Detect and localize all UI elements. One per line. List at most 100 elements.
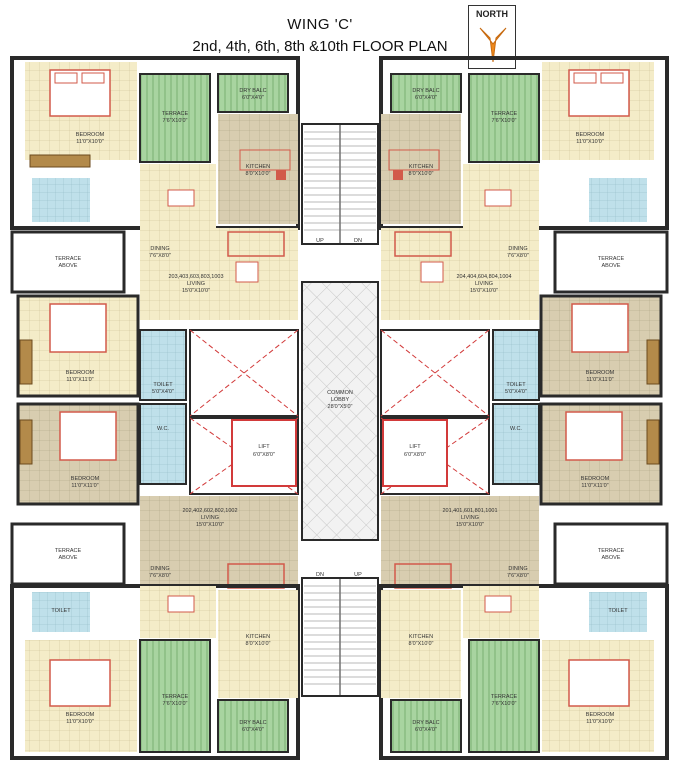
label-kitchen-br: KITCHEN (409, 634, 433, 640)
flat-bottom-left (10, 584, 300, 760)
terrace-top-left (139, 73, 211, 163)
label-living-tr-size: 15'0"X10'0" (470, 288, 498, 294)
label-ta-bl-1: TERRACE (55, 548, 82, 554)
label-drybalc-br-size: 6'0"X4'0" (415, 727, 437, 733)
label-toilet-ml-size: 5'0"X4'0" (152, 389, 174, 395)
label-dining-tr: DINING (508, 246, 527, 252)
terrace-above-bl (10, 522, 126, 586)
label-ta-bl-2: ABOVE (59, 555, 78, 561)
label-bed-mr1-size: 11'0"X11'0" (586, 377, 613, 383)
staircase-bottom (301, 577, 379, 697)
label-flat-tl: 203,403,603,803,1003 (168, 274, 223, 280)
label-bed-mr2: BEDROOM (581, 476, 610, 482)
label-bedroom-br-size: 11'0"X10'0" (586, 719, 614, 725)
label-stair-dn-top: DN (354, 238, 362, 244)
label-bed-ml1: BEDROOM (66, 370, 95, 376)
label-living-br: LIVING (461, 515, 479, 521)
label-dining-tl: DINING (150, 246, 169, 252)
label-ta-br-2: ABOVE (602, 555, 621, 561)
plan-title: WING 'C' (287, 16, 353, 33)
shaft-right (380, 329, 490, 495)
flat-top-right (379, 56, 669, 230)
living-lower-left (140, 496, 298, 586)
label-kitchen-tr-size: 8'0"X10'0" (409, 171, 434, 177)
label-kitchen-br-size: 8'0"X10'0" (409, 641, 434, 647)
label-flat-br: 201,401,601,801,1001 (442, 508, 497, 514)
label-bedroom-tl-size: 11'0"X10'0" (76, 139, 104, 145)
label-bed-ml1-size: 11'0"X11'0" (66, 377, 93, 383)
label-bedroom-tl: BEDROOM (76, 132, 105, 138)
kitchen-top-left (218, 114, 298, 224)
label-toilet-br: TOILET (608, 608, 628, 614)
label-kitchen-bl-size: 8'0"X10'0" (246, 641, 271, 647)
dry-balc-top-left (217, 73, 289, 113)
north-label: NORTH (476, 9, 508, 19)
label-ta-tl-1: TERRACE (55, 256, 82, 262)
label-dining-br: DINING (508, 566, 527, 572)
label-wc-ml: W.C. (157, 426, 169, 432)
label-bed-mr1: BEDROOM (586, 370, 615, 376)
label-ta-tr-1: TERRACE (598, 256, 625, 262)
shaft-left (189, 329, 299, 495)
plan-subtitle: 2nd, 4th, 6th, 8th &10th FLOOR PLAN (192, 38, 448, 55)
label-terrace-tr: TERRACE (491, 111, 518, 117)
label-terrace-br-size: 7'6"X10'0" (492, 701, 517, 707)
label-lift-r-size: 6'0"X8'0" (404, 452, 426, 458)
label-toilet-bl: TOILET (51, 608, 71, 614)
label-drybalc-tr-size: 6'0"X4'0" (415, 95, 437, 101)
label-drybalc-tl: DRY BALC (239, 88, 266, 94)
staircase-top (301, 123, 379, 245)
label-bed-mr2-size: 11'0"X11'0" (581, 483, 608, 489)
label-flat-bl: 202,402,602,802,1002 (182, 508, 237, 514)
lift-right (382, 419, 448, 487)
label-ta-tr-2: ABOVE (602, 263, 621, 269)
label-ta-tl-2: ABOVE (59, 263, 78, 269)
label-bed-ml2: BEDROOM (71, 476, 100, 482)
label-living-tr: LIVING (475, 281, 493, 287)
toilet-top-left (32, 178, 90, 222)
label-drybalc-bl-size: 6'0"X4'0" (242, 727, 264, 733)
living-lower-right (381, 496, 539, 586)
label-stair-up-bottom: UP (354, 572, 362, 578)
label-kitchen-bl: KITCHEN (246, 634, 270, 640)
label-dining-bl-size: 7'6"X8'0" (149, 573, 171, 579)
flat-top-left (10, 56, 300, 230)
common-lobby (301, 281, 379, 541)
terrace-above-tr (553, 230, 669, 294)
label-living-bl: LIVING (201, 515, 219, 521)
label-stair-up-top: UP (316, 238, 324, 244)
label-terrace-bl-size: 7'6"X10'0" (163, 701, 188, 707)
label-drybalc-bl: DRY BALC (239, 720, 266, 726)
label-living-br-size: 15'0"X10'0" (456, 522, 484, 528)
terrace-above-br (553, 522, 669, 586)
living-upper-left (140, 228, 298, 320)
stair-treads (304, 131, 376, 685)
label-terrace-tr-size: 7'6"X10'0" (492, 118, 517, 124)
label-stair-dn-bottom: DN (316, 572, 324, 578)
label-bedroom-br: BEDROOM (586, 712, 615, 718)
label-lift-l-size: 6'0"X8'0" (253, 452, 275, 458)
label-lobby-size: 28'0"X5'0" (328, 404, 353, 410)
label-terrace-br: TERRACE (491, 694, 518, 700)
label-bedroom-bl-size: 11'0"X10'0" (66, 719, 94, 725)
label-terrace-tl: TERRACE (162, 111, 189, 117)
label-flat-tr: 204,404,604,804,1004 (456, 274, 511, 280)
label-toilet-mr: TOILET (506, 382, 526, 388)
terrace-above-tl (10, 230, 126, 294)
label-living-tl: LIVING (187, 281, 205, 287)
lift-left (231, 419, 297, 487)
label-lift-l: LIFT (258, 444, 270, 450)
label-living-tl-size: 15'0"X10'0" (182, 288, 210, 294)
label-ta-br-1: TERRACE (598, 548, 625, 554)
label-lobby-2: LOBBY (331, 397, 350, 403)
label-kitchen-tl: KITCHEN (246, 164, 270, 170)
label-kitchen-tl-size: 8'0"X10'0" (246, 171, 271, 177)
label-bed-ml2-size: 11'0"X11'0" (71, 483, 98, 489)
label-lobby-1: COMMON (327, 390, 353, 396)
label-drybalc-tl-size: 6'0"X4'0" (242, 95, 264, 101)
label-drybalc-br: DRY BALC (412, 720, 439, 726)
label-bedroom-tr-size: 11'0"X10'0" (576, 139, 604, 145)
label-dining-bl: DINING (150, 566, 169, 572)
label-wc-mr: W.C. (510, 426, 522, 432)
